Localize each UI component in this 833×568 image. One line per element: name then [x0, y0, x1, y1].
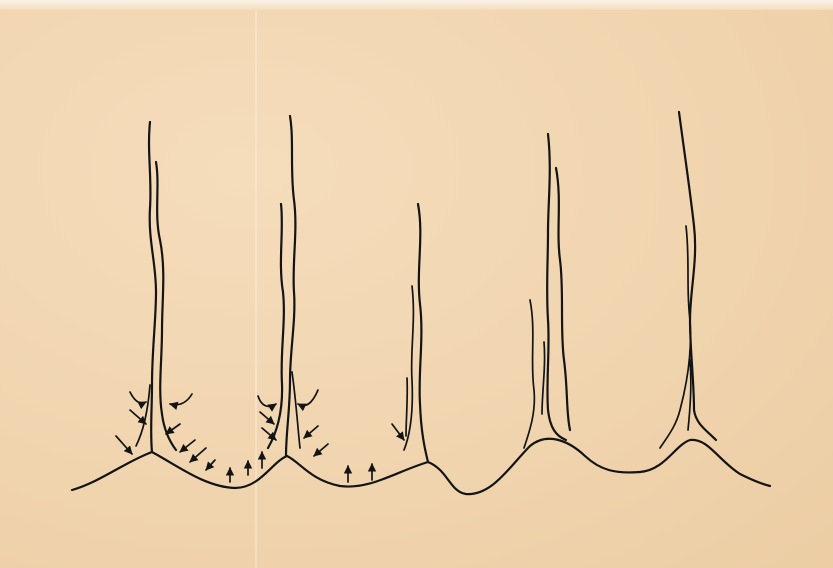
strand-3 — [404, 204, 428, 462]
strand-4 — [524, 134, 570, 448]
force-arrows — [116, 390, 404, 482]
wavy-surface — [72, 439, 770, 494]
strand-5 — [660, 112, 716, 448]
